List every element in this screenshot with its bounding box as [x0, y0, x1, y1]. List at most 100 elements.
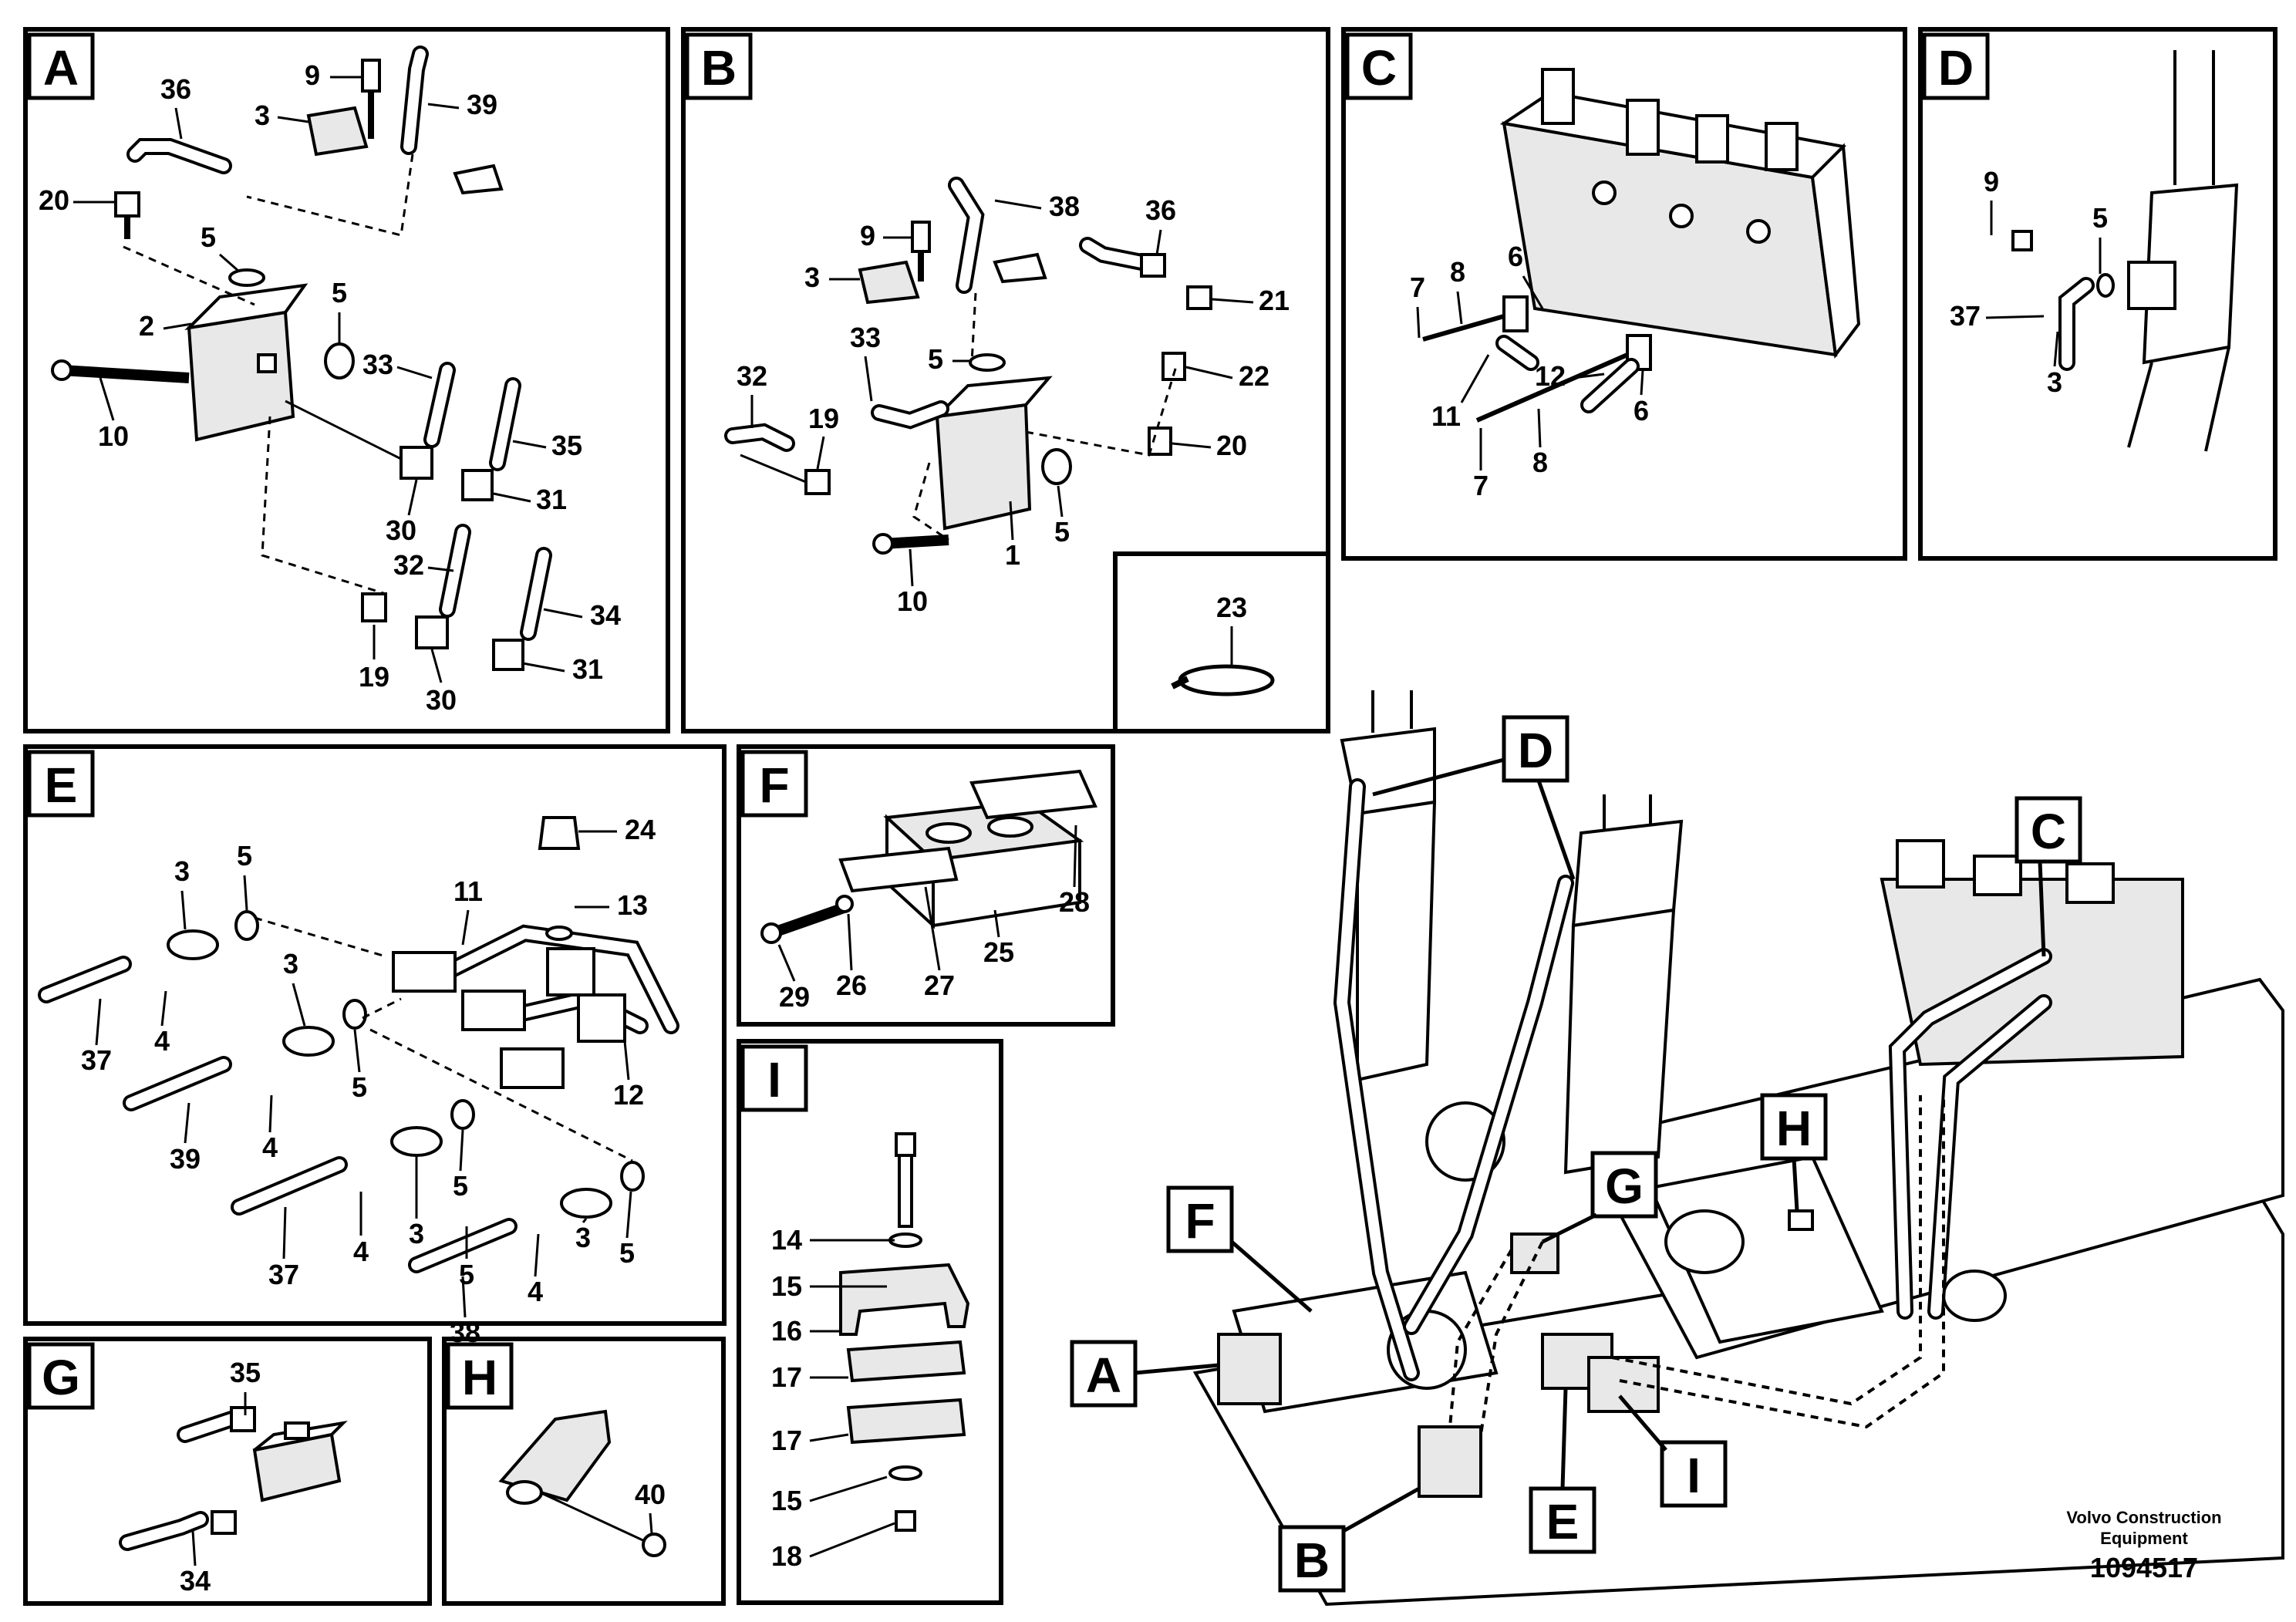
callout: 31: [536, 484, 567, 515]
callout: 36: [1145, 194, 1176, 226]
overview-label-i: I: [1687, 1448, 1701, 1503]
callout: 19: [808, 403, 839, 434]
panel-b-inset-frame: [1113, 551, 1330, 733]
callout: 5: [332, 277, 347, 309]
panel-h-label-box: [446, 1342, 514, 1410]
callout: 5: [201, 221, 216, 253]
callout: 26: [836, 969, 867, 1001]
callout: 3: [283, 948, 298, 980]
callout: 5: [2092, 202, 2108, 234]
callout: 33: [362, 349, 393, 380]
panel-f-label: F: [759, 757, 789, 813]
callout: 1: [1005, 539, 1020, 571]
panel-c: C 7 8 6 12 11 6 7 8: [1341, 27, 1907, 561]
callout: 32: [737, 360, 767, 392]
overview-label-a: A: [1086, 1347, 1121, 1403]
callout: 17: [771, 1425, 802, 1456]
callout: 31: [572, 653, 603, 685]
panel-g-label: G: [42, 1350, 80, 1405]
callout: 15: [771, 1270, 802, 1302]
callout: 25: [983, 936, 1014, 968]
callout: 40: [635, 1479, 666, 1510]
panel-a-label-box: [27, 32, 95, 100]
callout: 37: [1950, 300, 1981, 332]
panel-b-label-box: [685, 32, 753, 100]
callout: 13: [617, 889, 648, 921]
overview-label-a-box: [1070, 1340, 1138, 1408]
callout: 3: [2047, 366, 2062, 398]
callout: 9: [305, 59, 320, 91]
callout: 5: [1054, 516, 1070, 548]
brand-line-2: Equipment: [2100, 1529, 2188, 1548]
callout: 20: [39, 184, 69, 216]
panel-h-frame: [442, 1337, 726, 1606]
callout: 28: [1059, 886, 1090, 918]
callout: 4: [353, 1236, 369, 1267]
panel-b: B 9: [681, 27, 1330, 733]
overview-label-i-box: [1660, 1440, 1728, 1508]
panel-i-label: I: [767, 1052, 781, 1108]
overview-label-c-box: [2014, 796, 2082, 864]
panel-b-frame: [681, 27, 1330, 733]
panel-c-label: C: [1361, 40, 1397, 96]
callout: 5: [459, 1259, 474, 1290]
callout: 5: [352, 1071, 367, 1103]
callout: 27: [924, 969, 955, 1001]
callout: 8: [1450, 256, 1465, 288]
overview-label-f: F: [1185, 1193, 1215, 1249]
callout: 3: [409, 1218, 424, 1249]
callout: 2: [139, 310, 154, 342]
callout: 12: [613, 1079, 644, 1111]
callout: 29: [779, 981, 810, 1013]
callout: 5: [453, 1170, 468, 1202]
callout: 11: [1431, 400, 1461, 432]
callout: 14: [771, 1224, 802, 1256]
overview-label-e: E: [1546, 1494, 1580, 1549]
callout: 5: [619, 1237, 635, 1269]
callout: 20: [1216, 430, 1247, 461]
callout: 33: [850, 322, 881, 353]
panel-b-label: B: [701, 40, 737, 96]
panel-d-frame: [1918, 27, 2277, 561]
overview-label-d: D: [1518, 723, 1553, 778]
callout: 10: [98, 420, 129, 452]
overview-label-f-box: [1166, 1185, 1234, 1253]
callout: 21: [1259, 285, 1290, 316]
callout: 39: [467, 89, 497, 120]
panel-f: F 28 29 26 27 25: [737, 744, 1115, 1027]
panel-a-label: A: [43, 40, 79, 96]
panel-c-frame: [1341, 27, 1907, 561]
callout: 3: [804, 261, 820, 293]
callout: 37: [268, 1259, 299, 1290]
panel-e-label: E: [45, 757, 78, 813]
overview-label-d-box: [1502, 715, 1569, 783]
callout: 5: [928, 343, 943, 375]
panel-g: G 35 34: [23, 1337, 432, 1606]
callout: 8: [1532, 447, 1548, 478]
panel-e-frame: [23, 744, 727, 1326]
panel-e: E 24 3 5 11 13: [23, 744, 727, 1348]
callout: 9: [860, 220, 875, 251]
callout: 6: [1508, 241, 1523, 272]
callout: 7: [1473, 470, 1489, 501]
callout: 3: [255, 99, 270, 131]
callout: 18: [771, 1540, 802, 1572]
panel-a-frame: [23, 27, 670, 733]
callout: 36: [160, 73, 191, 105]
panel-f-label-box: [740, 750, 808, 818]
callout: 30: [426, 684, 457, 716]
overview-label-g: G: [1605, 1158, 1644, 1214]
callout: 7: [1410, 271, 1425, 303]
callout: 16: [771, 1315, 802, 1347]
panel-g-label-box: [27, 1342, 95, 1410]
callout: 23: [1216, 592, 1247, 623]
callout: 4: [154, 1025, 170, 1057]
overview-label-b: B: [1294, 1533, 1330, 1588]
callout: 3: [575, 1222, 591, 1253]
callout: 4: [528, 1276, 543, 1307]
callout: 12: [1535, 360, 1566, 392]
callout: 38: [1049, 191, 1080, 222]
panel-h: H 40: [442, 1337, 726, 1606]
panel-a-valve-port: [257, 353, 277, 373]
overview-label-c: C: [2031, 804, 2066, 859]
